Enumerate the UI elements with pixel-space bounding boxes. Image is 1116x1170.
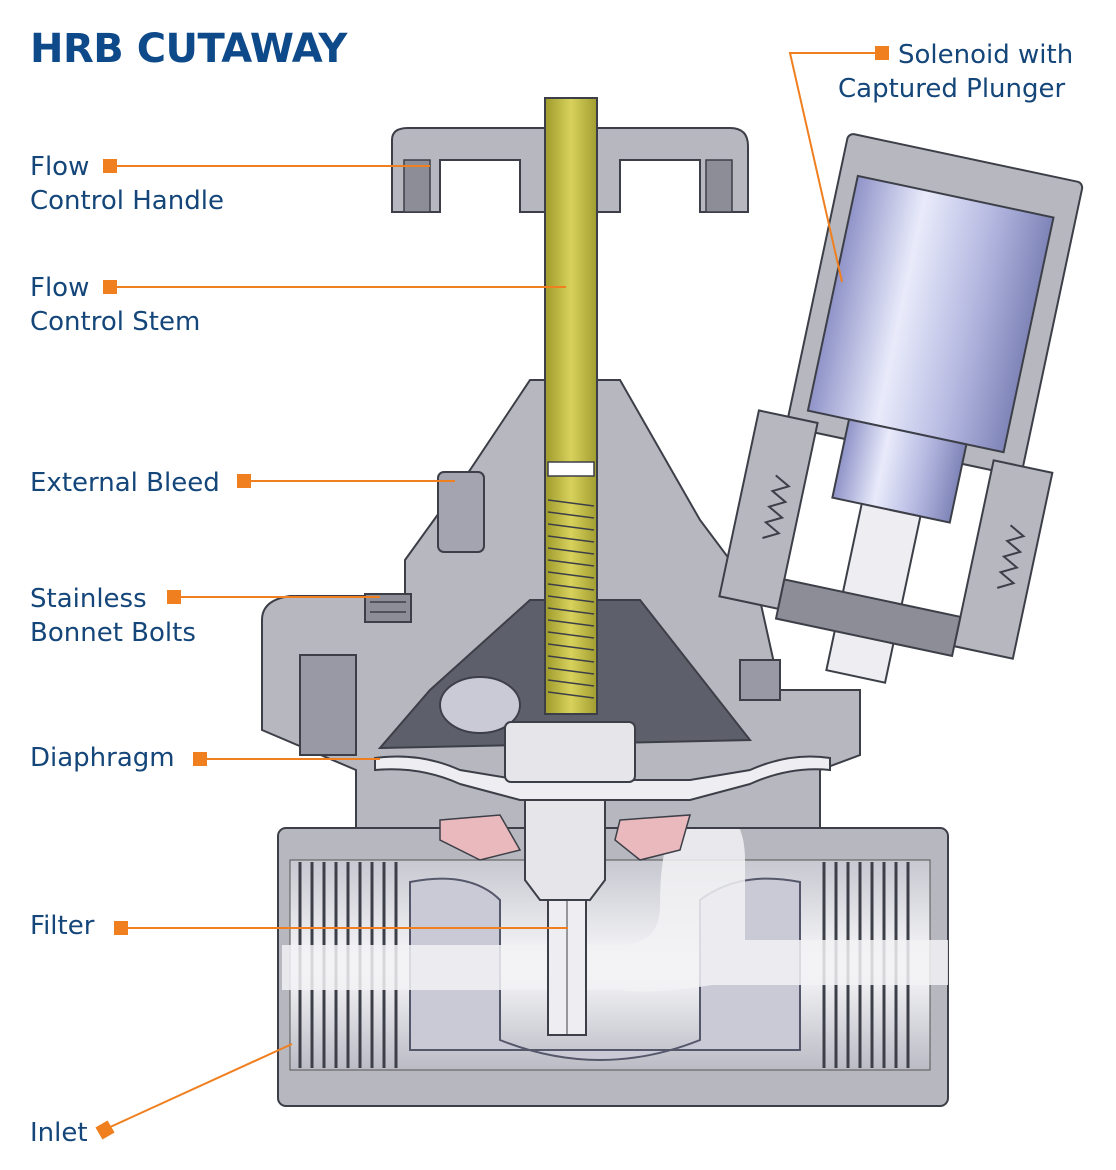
bonnet-bolt	[364, 593, 412, 623]
leader-marker-stem	[103, 280, 117, 294]
label-flow-control-handle: Flow Control Handle	[30, 152, 224, 216]
label-flow-control-stem: Flow Control Stem	[30, 273, 201, 337]
label-filter: Filter	[30, 911, 95, 941]
leader-lines	[95, 46, 889, 1140]
leader-marker-inlet	[95, 1120, 115, 1140]
valve-body	[277, 805, 949, 1107]
flow-streak	[282, 805, 948, 992]
label-diaphragm: Diaphragm	[30, 743, 175, 773]
diaphragm-part	[374, 721, 831, 861]
flow-control-stem-part	[544, 97, 598, 715]
leader-marker-bleed	[237, 474, 251, 488]
leader-marker-bolts	[167, 590, 181, 604]
label-stainless-bonnet-bolts: Stainless Bonnet Bolts	[30, 584, 196, 648]
filter-part	[524, 799, 606, 1036]
leader-marker-filter	[114, 921, 128, 935]
label-solenoid-line2: Captured Plunger	[838, 74, 1066, 104]
leader-marker-solenoid	[875, 46, 889, 60]
solenoid-part	[718, 133, 1084, 684]
leader-marker-handle	[103, 159, 117, 173]
label-solenoid: Solenoid with Captured Plunger	[838, 38, 1073, 106]
leader-marker-diaphragm	[193, 752, 207, 766]
label-inlet: Inlet	[30, 1118, 88, 1148]
label-external-bleed: External Bleed	[30, 468, 220, 498]
diagram-title: HRB CUTAWAY	[30, 26, 347, 72]
label-solenoid-line1: Solenoid with	[898, 40, 1074, 70]
